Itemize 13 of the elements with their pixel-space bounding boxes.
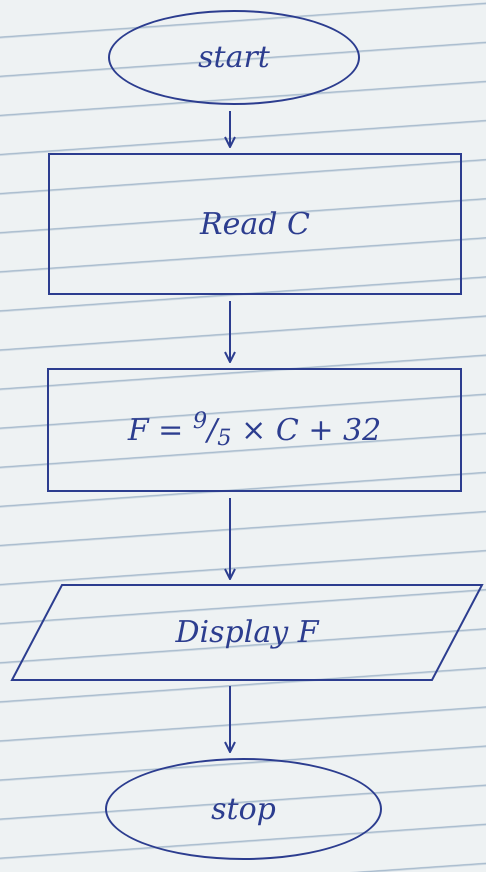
node-label: stop [211,790,276,828]
arrow [224,686,236,753]
node-label: start [198,39,270,77]
node-label: Read C [200,206,310,244]
arrow [224,111,236,148]
terminal-oval [105,758,382,860]
process-box [48,153,462,295]
terminal-oval [108,10,360,105]
node-label: F = $^{9}$/$_{5}$ × C + 32 [128,408,382,452]
arrow [224,301,236,363]
arrow [224,498,236,580]
node-label: Display F [175,614,319,652]
process-box [47,368,462,492]
